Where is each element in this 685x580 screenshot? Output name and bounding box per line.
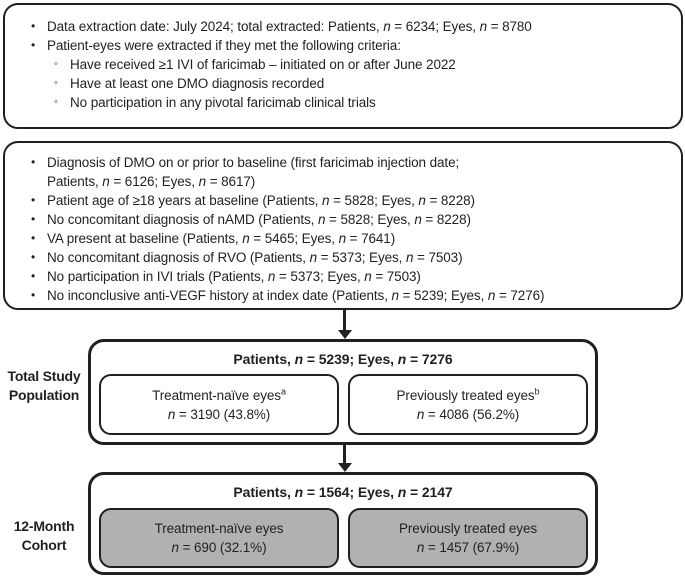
twelve-month-cohort-box: Patients, n = 1564; Eyes, n = 2147 Treat… <box>88 472 598 575</box>
treatment-naive-eyes-box: Treatment-naïve eyesa n = 3190 (43.8%) <box>99 374 339 435</box>
down-arrow-icon <box>337 309 352 339</box>
criteria-text: Patient-eyes were extracted if they met … <box>47 38 401 53</box>
criteria-item-continuation: • Patients, n = 6126; Eyes, n = 8617) <box>5 172 681 191</box>
group-title: Treatment-naïve eyesa <box>152 386 286 403</box>
criteria-text: No participation in IVI trials (Patients… <box>47 269 421 284</box>
total-study-population-box: Patients, n = 5239; Eyes, n = 7276 Treat… <box>88 339 598 445</box>
group-count: n = 3190 (43.8%) <box>167 406 271 422</box>
label-line: Total Study <box>7 368 81 384</box>
bullet-icon: • <box>31 231 36 245</box>
treatment-naive-eyes-box: Treatment-naïve eyes n = 690 (32.1%) <box>99 508 339 568</box>
patients-eyes-header: Patients, n = 5239; Eyes, n = 7276 <box>233 351 453 367</box>
down-arrow-icon <box>337 444 352 472</box>
total-study-population-label: Total Study Population <box>0 367 88 405</box>
bullet-icon: • <box>31 19 36 33</box>
group-title: Previously treated eyes <box>398 521 538 536</box>
criteria-text: VA present at baseline (Patients, n = 54… <box>47 231 396 246</box>
criteria-item: • VA present at baseline (Patients, n = … <box>5 229 681 248</box>
arrow-head <box>337 330 352 339</box>
eligibility-criteria-box: • Diagnosis of DMO on or prior to baseli… <box>3 141 683 310</box>
group-count: n = 4086 (56.2%) <box>416 406 520 422</box>
label-line: Population <box>8 387 80 403</box>
criteria-item: • No concomitant diagnosis of nAMD (Pati… <box>5 210 681 229</box>
criteria-text: No participation in any pivotal faricima… <box>70 95 376 110</box>
bullet-icon: • <box>31 288 36 302</box>
criteria-text: No concomitant diagnosis of RVO (Patient… <box>47 250 463 265</box>
arrow-shaft <box>343 444 346 463</box>
criteria-text: Data extraction date: July 2024; total e… <box>47 19 532 34</box>
group-count: n = 1457 (67.9%) <box>416 540 520 555</box>
criteria-text: Diagnosis of DMO on or prior to baseline… <box>47 155 460 170</box>
circle-bullet-icon: ◦ <box>54 58 58 70</box>
label-line: Cohort <box>21 537 67 553</box>
criteria-item: • Data extraction date: July 2024; total… <box>5 17 681 36</box>
bullet-icon: • <box>31 250 36 264</box>
patients-eyes-header: Patients, n = 1564; Eyes, n = 2147 <box>233 484 453 500</box>
group-title: Treatment-naïve eyes <box>154 521 284 536</box>
circle-bullet-icon: ◦ <box>54 77 58 89</box>
previously-treated-eyes-box: Previously treated eyes n = 1457 (67.9%) <box>348 508 588 568</box>
bullet-icon: • <box>31 38 36 52</box>
criteria-text: Patient age of ≥18 years at baseline (Pa… <box>47 193 475 208</box>
criteria-text: Have received ≥1 IVI of faricimab – init… <box>70 57 456 72</box>
bullet-icon: • <box>31 212 36 226</box>
criteria-subitem: ◦ Have at least one DMO diagnosis record… <box>5 74 681 93</box>
criteria-subitem: ◦ Have received ≥1 IVI of faricimab – in… <box>5 55 681 74</box>
criteria-item: • No concomitant diagnosis of RVO (Patie… <box>5 248 681 267</box>
criteria-item: • No inconclusive anti-VEGF history at i… <box>5 286 681 305</box>
criteria-text: Patients, n = 6126; Eyes, n = 8617) <box>47 174 256 189</box>
arrow-head <box>337 463 352 472</box>
group-count: n = 690 (32.1%) <box>171 540 267 555</box>
circle-bullet-icon: ◦ <box>54 96 58 108</box>
extraction-criteria-box: • Data extraction date: July 2024; total… <box>3 3 683 129</box>
group-title: Previously treated eyesb <box>396 386 540 403</box>
criteria-item: • Patient age of ≥18 years at baseline (… <box>5 191 681 210</box>
label-line: 12-Month <box>13 518 75 534</box>
bullet-icon: • <box>31 193 36 207</box>
bullet-icon: • <box>31 155 36 169</box>
criteria-text: No inconclusive anti-VEGF history at ind… <box>47 288 545 303</box>
twelve-month-cohort-label: 12-Month Cohort <box>0 517 88 555</box>
bullet-icon: • <box>31 269 36 283</box>
criteria-subitem: ◦ No participation in any pivotal farici… <box>5 93 681 112</box>
criteria-item: • Diagnosis of DMO on or prior to baseli… <box>5 153 681 172</box>
criteria-item: • Patient-eyes were extracted if they me… <box>5 36 681 55</box>
criteria-item: • No participation in IVI trials (Patien… <box>5 267 681 286</box>
previously-treated-eyes-box: Previously treated eyesb n = 4086 (56.2%… <box>348 374 588 435</box>
criteria-text: Have at least one DMO diagnosis recorded <box>70 76 325 91</box>
criteria-text: No concomitant diagnosis of nAMD (Patien… <box>47 212 471 227</box>
arrow-shaft <box>343 309 346 330</box>
